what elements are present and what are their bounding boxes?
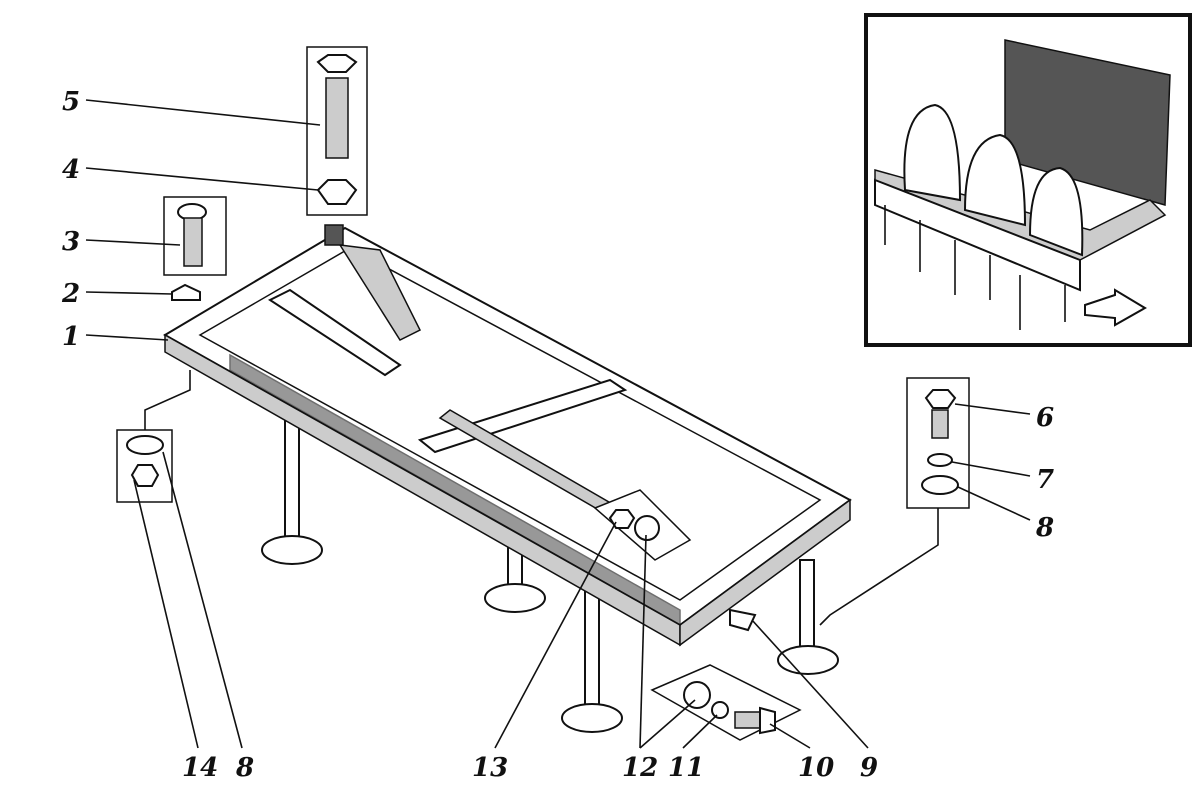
hardware-14-8 bbox=[116, 370, 191, 503]
callout-9: 9 bbox=[860, 753, 878, 783]
callout-8-right: 8 bbox=[1035, 513, 1054, 543]
callout-8-bottom: 8 bbox=[235, 753, 254, 783]
callout-2: 2 bbox=[61, 279, 80, 309]
leader-lines bbox=[85, 99, 1031, 749]
hardware-12-11-10 bbox=[650, 608, 802, 741]
callout-11: 11 bbox=[668, 753, 704, 783]
hardware-6-7-8 bbox=[819, 377, 970, 626]
seat-frame bbox=[163, 224, 852, 733]
hardware-3 bbox=[163, 196, 227, 301]
callout-1: 1 bbox=[62, 322, 80, 352]
callout-labels: 5 4 3 2 1 6 7 8 14 8 13 12 11 10 9 bbox=[61, 87, 1054, 783]
hardware-13-12 bbox=[593, 489, 692, 561]
callout-14: 14 bbox=[182, 753, 218, 783]
callout-3: 3 bbox=[62, 227, 80, 257]
callout-5: 5 bbox=[62, 87, 80, 117]
hardware-5-4 bbox=[306, 46, 368, 216]
callout-7: 7 bbox=[1036, 465, 1054, 495]
callout-12: 12 bbox=[622, 753, 658, 783]
callout-10: 10 bbox=[798, 753, 834, 783]
inset-seat-view bbox=[864, 13, 1192, 347]
callout-4: 4 bbox=[62, 155, 80, 185]
callout-6: 6 bbox=[1036, 403, 1054, 433]
callout-13: 13 bbox=[472, 753, 508, 783]
